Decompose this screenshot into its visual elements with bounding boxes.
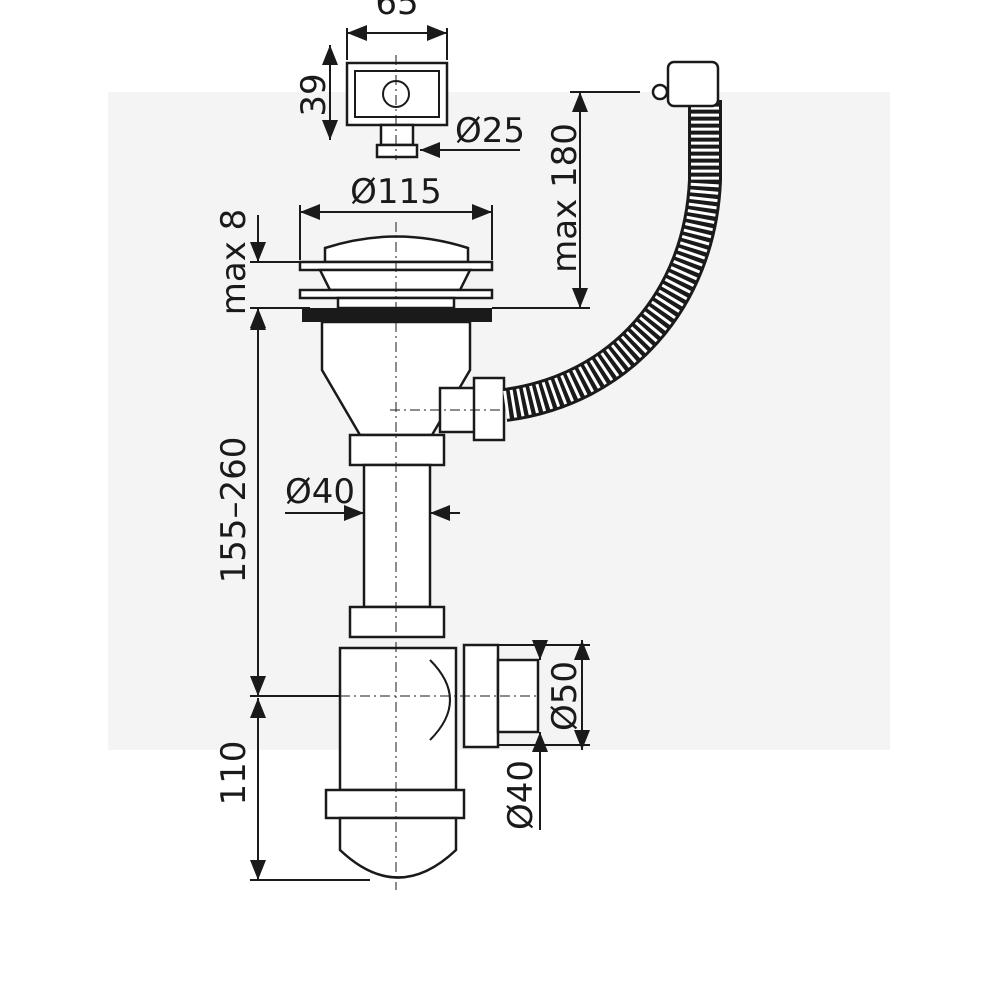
outlet-outer-diameter-label: Ø50 (545, 661, 585, 731)
trap-height-label: 110 (214, 741, 254, 806)
siphon-body (300, 222, 540, 890)
strainer-diameter-label: Ø115 (350, 172, 442, 212)
main-dimensions: Ø115 max 8 max 180 155–260 110 Ø40 Ø50 Ø… (214, 91, 640, 881)
overflow-dimensions: 65 39 Ø25 (294, 0, 525, 158)
flexible-hose (502, 60, 722, 422)
height-range-label: 155–260 (214, 437, 254, 584)
overflow-outlet-diameter-label: Ø25 (455, 111, 525, 151)
overflow-height-label: 39 (294, 73, 334, 116)
max-overflow-height-label: max 180 (545, 123, 585, 273)
tube-diameter-label: Ø40 (285, 472, 355, 512)
outlet-inner-diameter-label: Ø40 (501, 760, 541, 830)
overflow-head (345, 55, 449, 160)
overflow-width-label: 65 (375, 0, 418, 23)
max-sink-thickness-label: max 8 (214, 209, 254, 316)
